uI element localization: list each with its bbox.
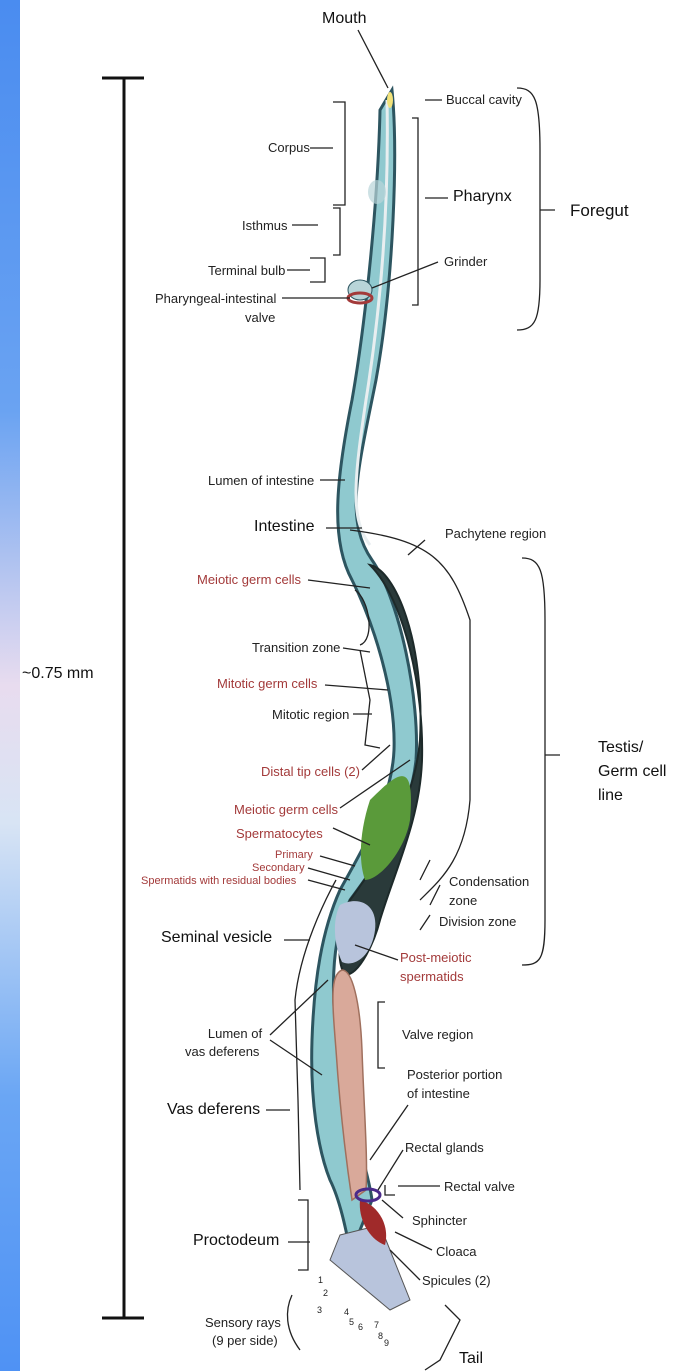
label-valve-region: Valve region <box>402 1027 473 1042</box>
label-condensation-2: zone <box>449 893 477 908</box>
label-lumen-vas-1: Lumen of <box>200 1026 270 1041</box>
label-mitotic-germ-cells: Mitotic germ cells <box>217 676 317 691</box>
label-sensory-1: Sensory rays <box>205 1315 281 1330</box>
label-pharyngeal-valve-2: valve <box>245 310 275 325</box>
label-pharynx: Pharynx <box>453 189 512 204</box>
label-transition-zone: Transition zone <box>252 640 340 655</box>
label-scale: ~0.75 mm <box>22 666 94 681</box>
label-pharyngeal-valve-1: Pharyngeal-intestinal <box>155 291 276 306</box>
label-condensation-1: Condensation <box>449 874 529 889</box>
label-grinder: Grinder <box>444 254 487 269</box>
label-distal-tip: Distal tip cells (2) <box>261 764 360 779</box>
label-cloaca: Cloaca <box>436 1244 476 1259</box>
label-seminal-vesicle: Seminal vesicle <box>161 930 272 945</box>
label-spermatids: Spermatids with residual bodies <box>141 874 296 889</box>
label-foregut: Foregut <box>570 203 629 218</box>
label-lumen-vas-2: vas deferens <box>185 1044 259 1059</box>
label-terminal-bulb: Terminal bulb <box>208 263 285 278</box>
label-mitotic-region: Mitotic region <box>272 707 349 722</box>
ray-number: 5 <box>349 1315 354 1330</box>
label-spermatocytes: Spermatocytes <box>236 826 323 841</box>
post-meiotic-cells <box>335 901 375 963</box>
label-sensory-2: (9 per side) <box>212 1333 278 1348</box>
label-post-meiotic-2: spermatids <box>400 969 464 984</box>
label-isthmus: Isthmus <box>242 218 288 233</box>
mouth-tip <box>387 92 393 108</box>
label-sphincter: Sphincter <box>412 1213 467 1228</box>
label-meiotic-germ-cells-2: Meiotic germ cells <box>234 802 338 817</box>
label-mouth: Mouth <box>322 11 366 26</box>
label-vas-deferens: Vas deferens <box>167 1102 260 1117</box>
germ-green <box>361 776 411 880</box>
label-intestine: Intestine <box>254 519 314 534</box>
label-tail: Tail <box>459 1351 483 1366</box>
ray-number: 2 <box>323 1286 328 1301</box>
label-corpus: Corpus <box>268 140 310 155</box>
label-meiotic-germ-cells-1: Meiotic germ cells <box>197 572 301 587</box>
label-testis-1: Testis/ <box>598 740 643 755</box>
label-buccal-cavity: Buccal cavity <box>446 92 522 107</box>
label-testis-2: Germ cell <box>598 764 666 779</box>
grinder-bulb <box>348 280 372 300</box>
label-division-zone: Division zone <box>439 914 516 929</box>
ray-number: 6 <box>358 1320 363 1335</box>
label-rectal-valve: Rectal valve <box>444 1179 515 1194</box>
label-rectal-glands: Rectal glands <box>405 1140 484 1155</box>
label-posterior-2: of intestine <box>407 1086 470 1101</box>
label-posterior-1: Posterior portion <box>407 1067 502 1082</box>
label-proctodeum: Proctodeum <box>193 1233 279 1248</box>
tail-fan <box>330 1225 410 1310</box>
label-lumen-intestine: Lumen of intestine <box>208 473 314 488</box>
label-post-meiotic-1: Post-meiotic <box>400 950 472 965</box>
label-pachytene: Pachytene region <box>445 526 546 541</box>
ray-number: 8 <box>378 1329 383 1344</box>
ray-number: 9 <box>384 1336 389 1351</box>
label-testis-3: line <box>598 788 623 803</box>
ray-number: 3 <box>317 1303 322 1318</box>
corpus-bulb <box>368 180 386 204</box>
label-spicules: Spicules (2) <box>422 1273 491 1288</box>
scale-bar <box>102 78 144 1318</box>
